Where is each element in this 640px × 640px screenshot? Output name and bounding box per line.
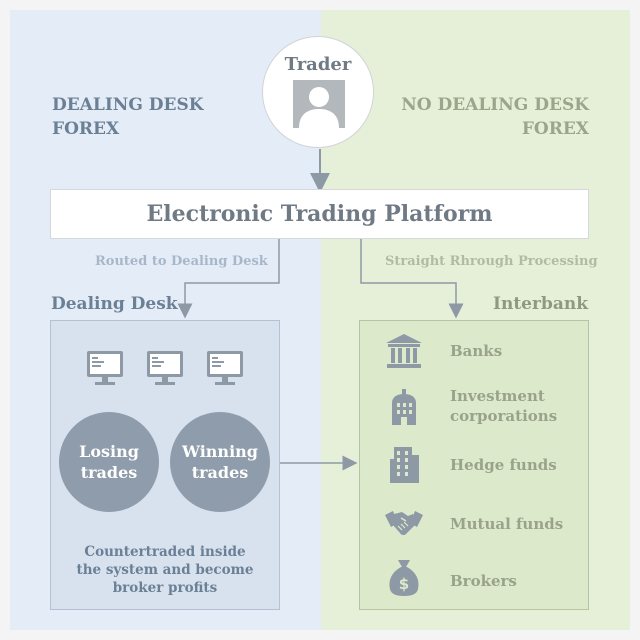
interbank-item-mutual-funds: Mutual funds: [450, 514, 563, 534]
winning-trades-circle: Winning trades: [170, 412, 270, 512]
monitor-icon: [87, 351, 123, 385]
arrow-platform-to-dealing-desk: [177, 239, 280, 319]
losing-line1: Losing: [79, 442, 139, 461]
interbank-item-investment-corporations: Investment corporations: [450, 386, 557, 426]
interbank-item-banks: Banks: [450, 341, 502, 361]
dealing-desk-forex-heading: DEALING DESK FOREX: [52, 93, 204, 141]
item-label: Investment: [450, 387, 545, 405]
interbank-item-brokers: Brokers: [450, 571, 517, 591]
interbank-item-hedge-funds: Hedge funds: [450, 455, 557, 475]
monitor-icon: [207, 351, 243, 385]
heading-line: NO DEALING DESK: [401, 95, 589, 115]
losing-line2: trades: [80, 463, 138, 482]
trader-label: Trader: [284, 54, 352, 75]
arrow-platform-to-interbank: [360, 239, 464, 319]
heading-line: FOREX: [52, 119, 120, 139]
interbank-title: Interbank: [493, 294, 588, 314]
route-label-straight-through: Straight Rhrough Processing: [385, 254, 598, 269]
user-avatar-icon: [293, 80, 345, 128]
item-label: Hedge funds: [450, 456, 557, 474]
no-dealing-desk-forex-heading: NO DEALING DESK FOREX: [401, 93, 589, 141]
route-label-dealing-desk: Routed to Dealing Desk: [95, 254, 268, 269]
winning-line2: trades: [191, 463, 249, 482]
losing-trades-circle: Losing trades: [59, 412, 159, 512]
svg-text:$: $: [399, 575, 409, 593]
handshake-icon: [385, 511, 423, 536]
corporation-building-icon: [392, 389, 416, 425]
heading-line: FOREX: [521, 119, 589, 139]
monitor-icon: [147, 351, 183, 385]
dealing-desk-title: Dealing Desk: [51, 294, 178, 314]
item-label: Brokers: [450, 572, 517, 590]
winning-line1: Winning: [182, 442, 258, 461]
bank-icon: [386, 334, 422, 368]
countertraded-note: Countertraded inside the system and beco…: [76, 544, 254, 596]
item-label: Mutual funds: [450, 515, 564, 533]
skyscraper-icon: [390, 447, 419, 483]
item-label: corporations: [450, 407, 558, 425]
electronic-trading-platform: Electronic Trading Platform: [50, 189, 589, 239]
heading-line: DEALING DESK: [52, 95, 204, 115]
money-bag-icon: $: [389, 560, 419, 596]
item-label: Banks: [450, 342, 503, 360]
